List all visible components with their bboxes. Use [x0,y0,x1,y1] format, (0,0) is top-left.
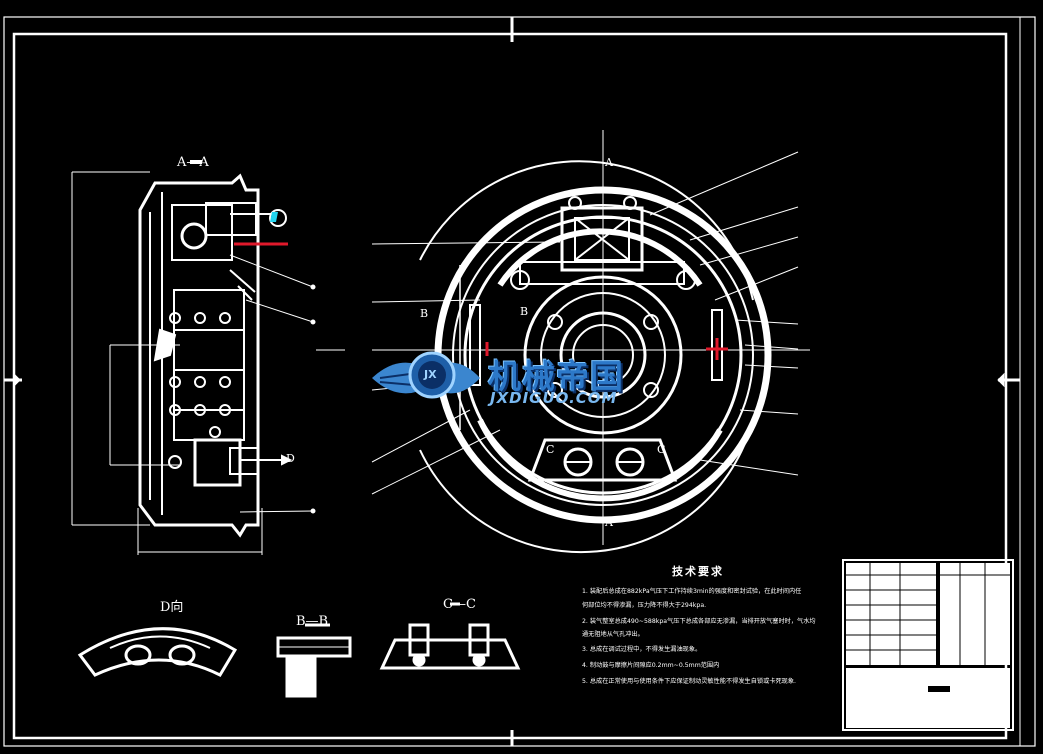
detail-label-b-b: B—B [296,614,329,629]
section-label-a-top: A [605,156,613,169]
watermark-title: 机械帝国 [488,357,624,396]
detail-view-d [77,627,238,677]
watermark-logo-icon [372,351,480,399]
title-block [842,559,1014,731]
section-label-c-left: C [546,443,555,456]
section-label-c-right: C [657,443,666,456]
front-view-brake-assembly [371,130,810,554]
tech-requirement-line: 3. 总成在调试过程中，不得发生漏油现象。 [582,646,702,653]
section-label-a-a: A—A [177,155,209,170]
detail-label-d-view: D向 [160,600,184,615]
section-view-a-a [71,171,345,555]
detail-label-c-c: C—C [443,597,476,612]
tech-requirement-line: 2. 装气整室总成490~588kpa气压下总成各部应无渗漏，当排开放气塞时时，… [582,618,816,625]
tech-requirement-line: 4. 制动鼓与摩擦片间隙应0.2mm~0.5mm范围内 [582,662,720,669]
watermark-subtitle: JXDIGUO.COM [490,389,618,407]
detail-view-b-b [276,623,352,698]
tech-requirement-line: 通无阻地从气孔冲出。 [582,631,644,638]
section-label-b-right: B [520,305,529,318]
tech-requirement-line: 5. 总成在正常使用与使用条件下应保证制动灵敏性能不得发生自锁或卡死现象. [582,678,797,685]
section-label-d: D [286,452,295,465]
detail-view-c-c [379,602,521,670]
section-label-a-bottom: A [605,516,613,529]
tech-requirement-line: 何部位均不得渗漏，压力降不得大于294kpa. [582,602,707,609]
tech-requirement-line: 1. 装配后总成在882kPa气压下工作持续3min的强度和密封试验，在此时间内… [582,588,802,595]
tech-requirements-title: 技术要求 [672,565,724,578]
section-label-b-left: B [420,307,429,320]
watermark-logo-text: JX [424,368,437,381]
